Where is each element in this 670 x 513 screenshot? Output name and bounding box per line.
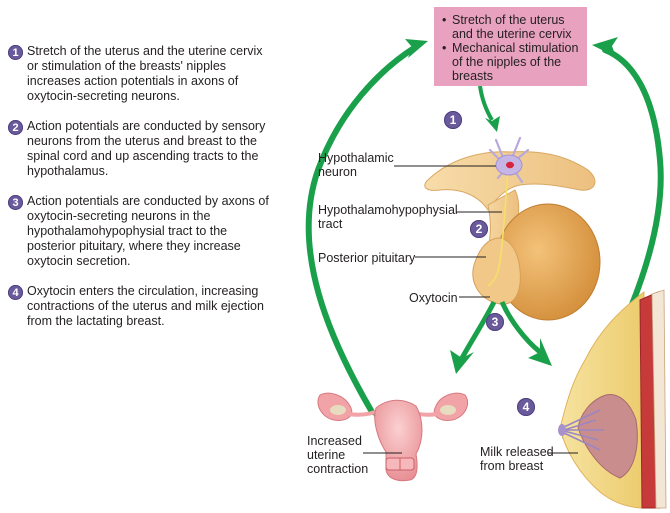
arrows-to-targets bbox=[450, 300, 552, 374]
label-line: from breast bbox=[480, 459, 544, 473]
step-text: Action potentials are conducted by senso… bbox=[27, 119, 266, 178]
label-hypothalamic-neuron: Hypothalamic neuron bbox=[318, 151, 394, 179]
diagram-badge-1: 1 bbox=[444, 111, 462, 129]
bullet: • bbox=[442, 13, 447, 27]
label-hypothalamohypophysial-tract: Hypothalamohypophysial tract bbox=[318, 203, 458, 231]
label-line: Hypothalamic bbox=[318, 151, 394, 165]
step-badge: 3 bbox=[8, 195, 23, 210]
diagram-badge-3: 3 bbox=[486, 313, 504, 331]
step-4: 4 Oxytocin enters the circulation, incre… bbox=[8, 284, 293, 329]
uterus-illustration bbox=[317, 392, 469, 482]
step-text: Oxytocin enters the circulation, increas… bbox=[27, 284, 264, 328]
label-posterior-pituitary: Posterior pituitary bbox=[318, 251, 416, 265]
step-badge: 2 bbox=[8, 120, 23, 135]
step-text: Action potentials are conducted by axons… bbox=[27, 194, 269, 268]
bullet: • bbox=[442, 41, 447, 55]
label-oxytocin: Oxytocin bbox=[409, 291, 458, 305]
label-line: uterine bbox=[307, 448, 346, 462]
label-line: neuron bbox=[318, 165, 357, 179]
step-2: 2 Action potentials are conducted by sen… bbox=[8, 119, 293, 179]
diagram-badge-2: 2 bbox=[470, 220, 488, 238]
step-badge: 4 bbox=[8, 285, 23, 300]
step-3: 3 Action potentials are conducted by axo… bbox=[8, 194, 293, 269]
label-line: Increased bbox=[307, 434, 362, 448]
leader-lines bbox=[363, 165, 578, 454]
label-line: Hypothalamohypophysial bbox=[318, 203, 458, 217]
step-1: 1 Stretch of the uterus and the uterine … bbox=[8, 44, 293, 104]
trigger-item-text: Stretch of the uterus and the uterine ce… bbox=[452, 13, 572, 41]
label-milk-released: Milk released from breast bbox=[480, 445, 554, 473]
trigger-item: • Mechanical stimulation of the nipples … bbox=[442, 41, 581, 83]
trigger-item: • Stretch of the uterus and the uterine … bbox=[442, 13, 581, 41]
breast-illustration bbox=[558, 289, 667, 509]
hypothalamic-neuron-cell bbox=[488, 136, 530, 184]
step-text: Stretch of the uterus and the uterine ce… bbox=[27, 44, 263, 103]
trigger-stimuli-box: • Stretch of the uterus and the uterine … bbox=[434, 7, 587, 86]
label-line: contraction bbox=[307, 462, 369, 476]
step-list: 1 Stretch of the uterus and the uterine … bbox=[8, 44, 293, 344]
arrow-to-neuron bbox=[478, 85, 500, 132]
step-badge: 1 bbox=[8, 45, 23, 60]
label-uterine-contraction: Increased uterine contraction bbox=[307, 434, 368, 476]
label-line: Milk released bbox=[480, 445, 554, 459]
trigger-item-text: Mechanical stimulation of the nipples of… bbox=[452, 41, 579, 83]
label-line: tract bbox=[318, 217, 343, 231]
diagram-badge-4: 4 bbox=[517, 398, 535, 416]
